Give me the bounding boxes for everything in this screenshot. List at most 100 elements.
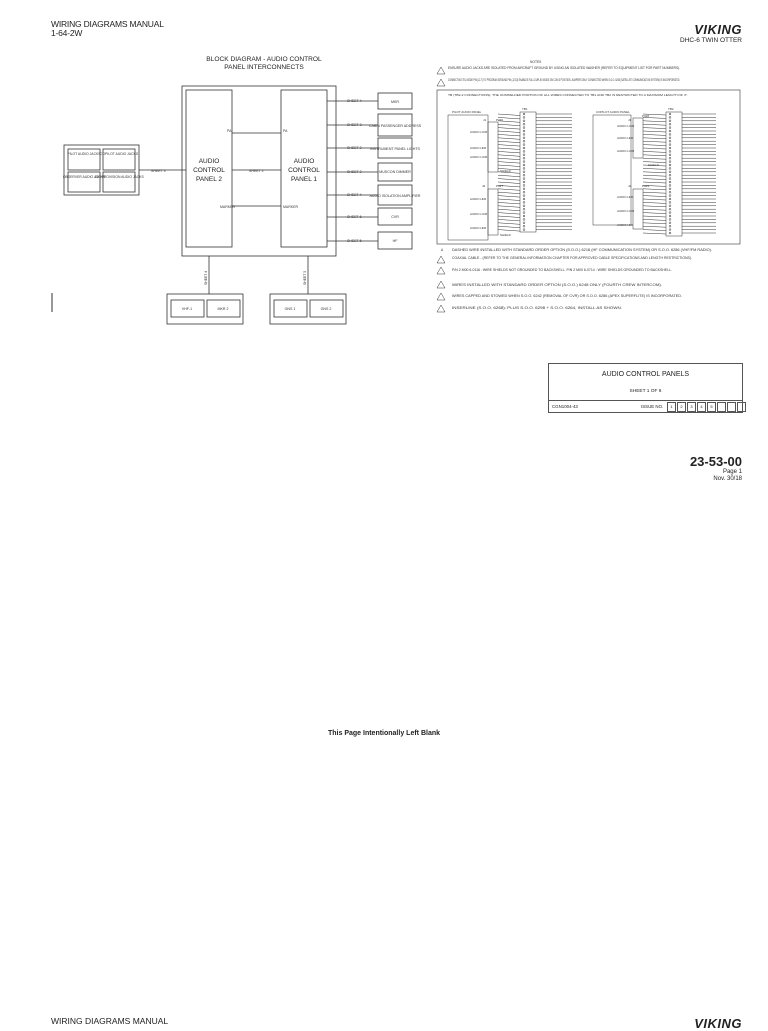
brand-header: VIKING DHC-6 TWIN OTTER [680, 22, 742, 44]
schematic-wire [668, 116, 672, 119]
schematic-wire [668, 153, 672, 156]
schematic-wire [522, 211, 526, 214]
schematic-wire [497, 191, 521, 194]
schematic-wire [497, 127, 521, 130]
audio-label: AUDIO HI/R [617, 195, 634, 199]
schematic-wire [668, 197, 672, 201]
schematic-wire [642, 212, 667, 214]
schematic-wire [522, 146, 526, 150]
schematic-wire [497, 117, 521, 120]
schematic-wire [522, 204, 526, 207]
schematic-wire [497, 134, 521, 137]
schematic-wire [642, 127, 667, 129]
schematic-wire [668, 150, 672, 153]
schematic-wire [522, 123, 526, 126]
schematic-wire [642, 225, 667, 228]
schematic-wire [642, 154, 667, 157]
device-hf: HF [393, 239, 399, 243]
aircraft-model: DHC-6 TWIN OTTER [680, 37, 742, 44]
titleblock-sheet: SHEET 1 OF 6 [629, 389, 662, 394]
schematic-wire [642, 113, 667, 116]
sheet-label: SHEET 4 [347, 193, 362, 197]
schematic-wire [642, 147, 667, 150]
tb2-label: TB2 [668, 107, 674, 111]
schematic-wire [497, 202, 521, 205]
schematic-wire [642, 181, 667, 184]
schematic-wire [497, 137, 521, 140]
issue-cell-empty [717, 402, 726, 412]
note-top-1: ENSURE AUDIO JACKS ARE ISOLATED FROM AIR… [448, 66, 680, 70]
schematic-wire [668, 170, 672, 173]
schematic-wire [668, 163, 672, 167]
schematic-wire [642, 117, 667, 119]
device-muscon-dimmer: MUSCON DIMMER [379, 170, 411, 174]
mkr-group-box [166, 293, 244, 325]
schematic-wire [497, 174, 521, 177]
issue-cell-empty [727, 402, 736, 412]
schematic-wire [497, 161, 521, 164]
schematic-wire [642, 140, 667, 143]
fourth-jacks-label: 4TH PROVISION AUDIO JACKS [94, 175, 144, 179]
schematic-wire [522, 136, 526, 139]
schematic-wire [497, 205, 521, 208]
schematic-wire [497, 219, 521, 222]
schematic-wire [522, 116, 526, 119]
schematic-wire [642, 178, 667, 180]
note-bottom-3: P/N 2 M00 6-0116 : WIRE SHIELDS NOT GROU… [452, 268, 672, 272]
schematic-wire [522, 140, 526, 143]
page-number-block: 23-53-00 Page 1 Nov. 30/18 [690, 455, 742, 483]
schematic-wire [522, 225, 526, 228]
schematic-wire [497, 168, 521, 171]
schematic-wire [497, 208, 521, 211]
schematic-wire [497, 178, 521, 181]
schematic-wire [668, 146, 672, 150]
note-top-2: CONNECTING TEL MODE PIN (J2-7) TO PROGRA… [448, 78, 680, 82]
schematic-wire [642, 188, 667, 191]
schematic-wire [668, 126, 672, 129]
sheet-label: SHEET 2 [347, 170, 362, 174]
schematic-wire [519, 111, 537, 233]
schematic-wire [642, 232, 667, 235]
schematic-wire [522, 194, 526, 197]
schematic-wire [642, 130, 667, 133]
copilot-jacks-label: COPILOT AUDIO JACKS [100, 152, 139, 156]
acp2-line3: PANEL 2 [196, 176, 222, 183]
schematic-wire [668, 201, 672, 204]
schematic-wire [642, 164, 667, 167]
bottom-sheet-right: SHEET 3 [303, 271, 307, 285]
schematic-wire [642, 215, 667, 218]
schematic-wire [668, 187, 672, 190]
schematic-wire [668, 167, 672, 170]
schematic-wire [642, 202, 667, 204]
schematic-wire [668, 208, 672, 211]
schematic-wire [668, 214, 672, 218]
schematic-wire [522, 177, 526, 180]
schematic-wire [668, 112, 672, 116]
issue-cell: 3 [687, 402, 696, 412]
schematic-wire [497, 181, 521, 184]
acp1-line3: PANEL 1 [291, 176, 317, 183]
schematic-wire [522, 133, 526, 136]
schematic-wire [497, 151, 521, 154]
schematic-wire [497, 229, 521, 232]
schematic-wire [668, 218, 672, 221]
bottom-gns1: GNS 1 [285, 307, 296, 311]
schematic-wire [642, 195, 667, 197]
schematic-wire [522, 180, 526, 184]
schematic-wire [642, 219, 667, 221]
schematic-wire [497, 140, 521, 143]
schematic-wire [642, 171, 667, 174]
sheet-label: SHEET 6 [347, 215, 362, 219]
audio-label: AUDIO HI/R [470, 226, 487, 230]
issue-label: ISSUE NO. [641, 404, 664, 409]
acp-frame [181, 85, 337, 257]
schematic-wire [487, 121, 499, 173]
issue-cells: 1 2 3 4 5 [667, 402, 747, 412]
schematic-wire [642, 191, 667, 194]
schematic-wire [522, 153, 526, 156]
page-date: Nov. 30/18 [713, 476, 742, 482]
schematic-wire [642, 205, 667, 208]
observer-jacks-label: OBSERVER AUDIO JACKS [63, 175, 106, 179]
schematic-wire [497, 113, 521, 116]
